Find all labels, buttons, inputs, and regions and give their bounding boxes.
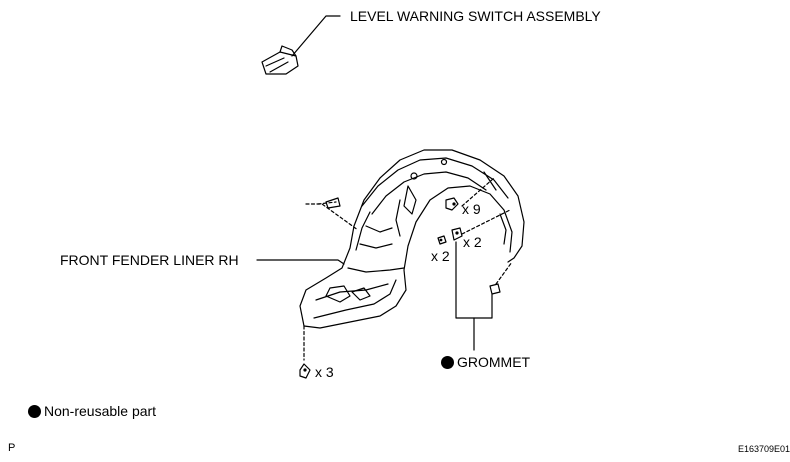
qty-x2-left-label: x 2	[431, 248, 450, 264]
clip-x2-right	[451, 227, 463, 241]
grommet-label-text: GROMMET	[457, 354, 531, 370]
non-reusable-dot-icon	[28, 405, 41, 418]
bolt-bottom	[299, 363, 311, 379]
level-switch-part	[261, 45, 299, 75]
fender-liner-leader	[256, 259, 345, 265]
grommet-leader	[455, 241, 493, 319]
figure-id: E163709E01	[738, 444, 790, 454]
legend-non-reusable: Non-reusable part	[28, 403, 156, 419]
non-reusable-dot-icon	[441, 356, 454, 369]
clip-x2-left	[437, 235, 447, 245]
qty-x2-right-label: x 2	[463, 234, 482, 250]
level-switch-label: LEVEL WARNING SWITCH ASSEMBLY	[350, 8, 601, 24]
corner-left-code: P	[8, 442, 16, 454]
legend-non-reusable-text: Non-reusable part	[44, 403, 157, 419]
fender-liner-part	[299, 149, 525, 329]
level-switch-leader	[291, 15, 341, 57]
fender-liner-label: FRONT FENDER LINER RH	[60, 252, 239, 268]
qty-x9-label: x 9	[462, 201, 481, 217]
clip-x9	[445, 197, 459, 211]
grommet-label: GROMMET	[441, 354, 530, 370]
clip-top-left	[325, 197, 341, 209]
qty-x3-label: x 3	[315, 364, 334, 380]
grommet-part	[489, 283, 501, 295]
